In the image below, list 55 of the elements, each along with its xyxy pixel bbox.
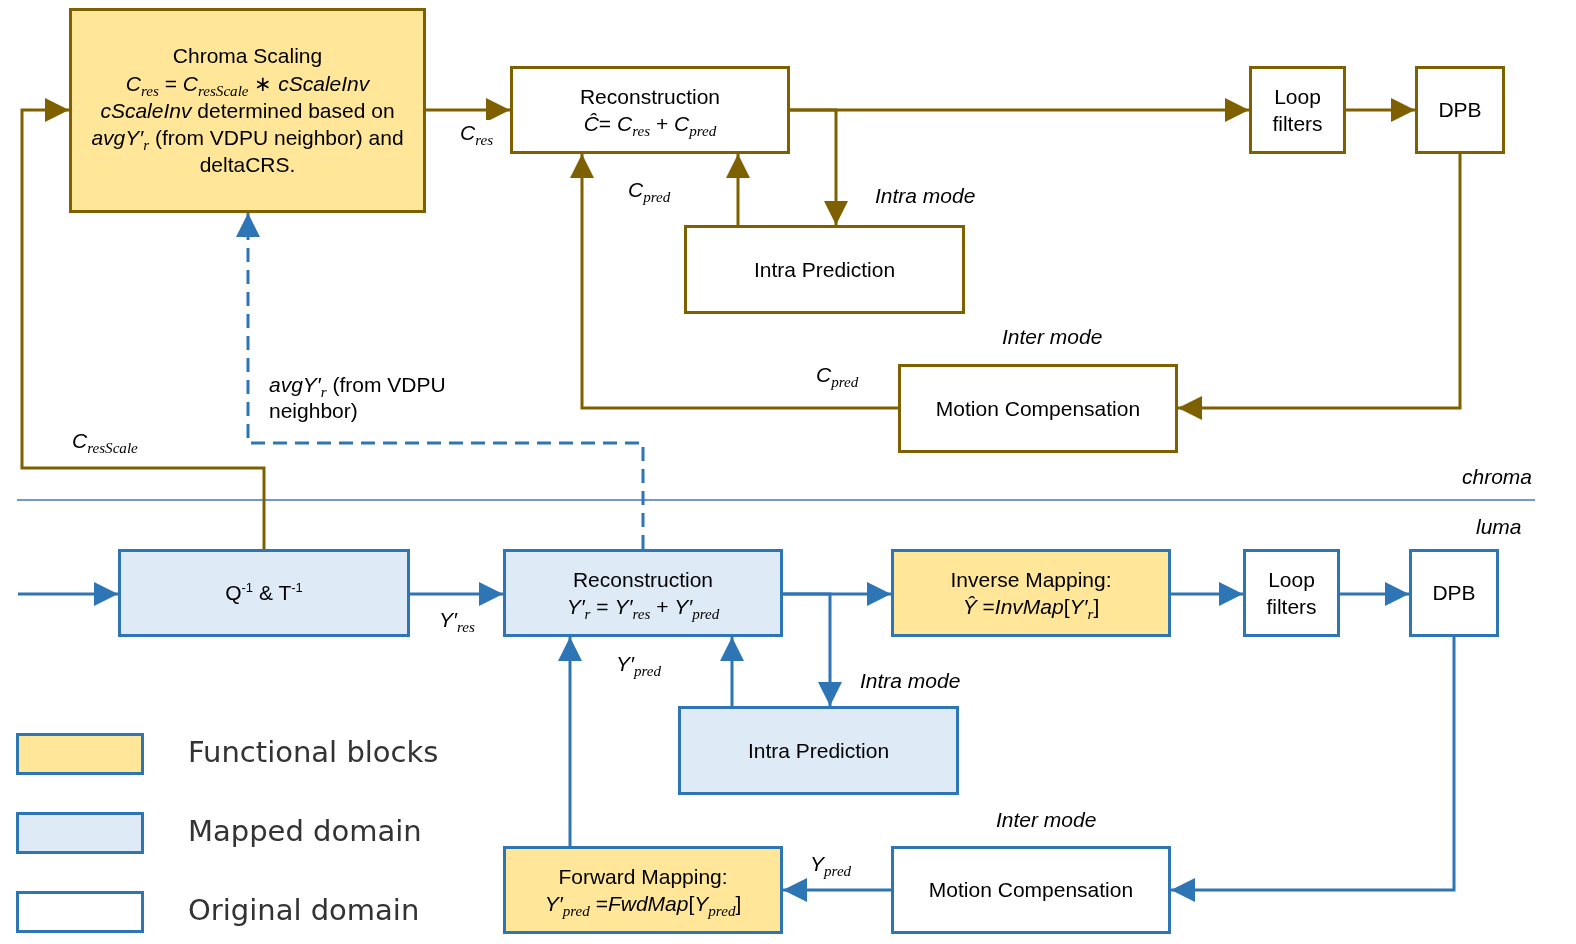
arrow xyxy=(20,98,266,549)
block-title: Motion Compensation xyxy=(928,877,1134,904)
arrow xyxy=(783,592,842,706)
function-block xyxy=(69,8,426,213)
process-box xyxy=(1415,66,1505,154)
arrow xyxy=(570,154,898,410)
dashed-arrow xyxy=(236,213,645,549)
arrow xyxy=(720,637,744,706)
block-title: Loop filters xyxy=(1265,566,1318,620)
block-text: cScaleInv determined based on avgY′$_{r}$ (from VDPU neighbor) and deltaCRS. xyxy=(90,97,405,179)
process-box xyxy=(503,549,783,637)
function-block xyxy=(891,549,1171,637)
block-title: DPB xyxy=(1432,580,1476,607)
block-text: C$_{res}$ = C$_{resScale}$ ∗ cScaleInv xyxy=(125,70,370,97)
legend-label: Original domain xyxy=(188,893,420,927)
arrow xyxy=(1171,637,1456,902)
block-title: Forward Mapping: xyxy=(558,863,728,890)
arrow xyxy=(783,878,891,902)
legend-label: Mapped domain xyxy=(188,814,422,848)
block-title: Motion Compensation xyxy=(935,395,1141,422)
function-block xyxy=(503,846,783,934)
block-title: Chroma Scaling xyxy=(172,43,323,70)
block-title: Inverse Mapping: xyxy=(950,566,1112,593)
block-title: Intra Prediction xyxy=(753,256,896,283)
arrow xyxy=(1171,582,1243,606)
block-title: Q$^{-1}$ & T$^{-1}$ xyxy=(225,579,303,607)
block-title: Reconstruction xyxy=(572,566,714,593)
arrow xyxy=(726,154,750,225)
arrow xyxy=(1178,154,1462,420)
arrow xyxy=(426,98,510,122)
block-title: Reconstruction xyxy=(579,83,721,110)
process-box xyxy=(1243,549,1340,637)
process-box xyxy=(510,66,790,154)
block-title: DPB xyxy=(1438,97,1482,124)
arrow xyxy=(410,582,503,606)
arrow xyxy=(1340,582,1409,606)
arrow xyxy=(18,582,118,606)
process-box xyxy=(684,225,965,314)
block-text: Y′$_{pred}$ =FwdMap[Y$_{pred}$] xyxy=(544,891,742,918)
arrow xyxy=(558,637,582,846)
process-box xyxy=(891,846,1171,934)
process-box xyxy=(1409,549,1499,637)
process-box xyxy=(1249,66,1346,154)
block-text: Ĉ= C$_{res}$ + C$_{pred}$ xyxy=(583,111,717,138)
process-box xyxy=(118,549,410,637)
legend-label: Functional blocks xyxy=(188,735,439,769)
arrow xyxy=(1346,98,1415,122)
edge-label: C$_{res}$ xyxy=(458,120,496,147)
block-title: Intra Prediction xyxy=(747,737,890,764)
process-box xyxy=(898,364,1178,453)
arrow xyxy=(790,108,848,225)
block-text: Ŷ =InvMap[Y′$_{r}$] xyxy=(962,594,1100,621)
block-title: Loop filters xyxy=(1271,83,1324,137)
process-box xyxy=(678,706,959,795)
block-text: Y′$_{r}$ = Y′$_{res}$ + Y′$_{pred}$ xyxy=(566,594,720,621)
